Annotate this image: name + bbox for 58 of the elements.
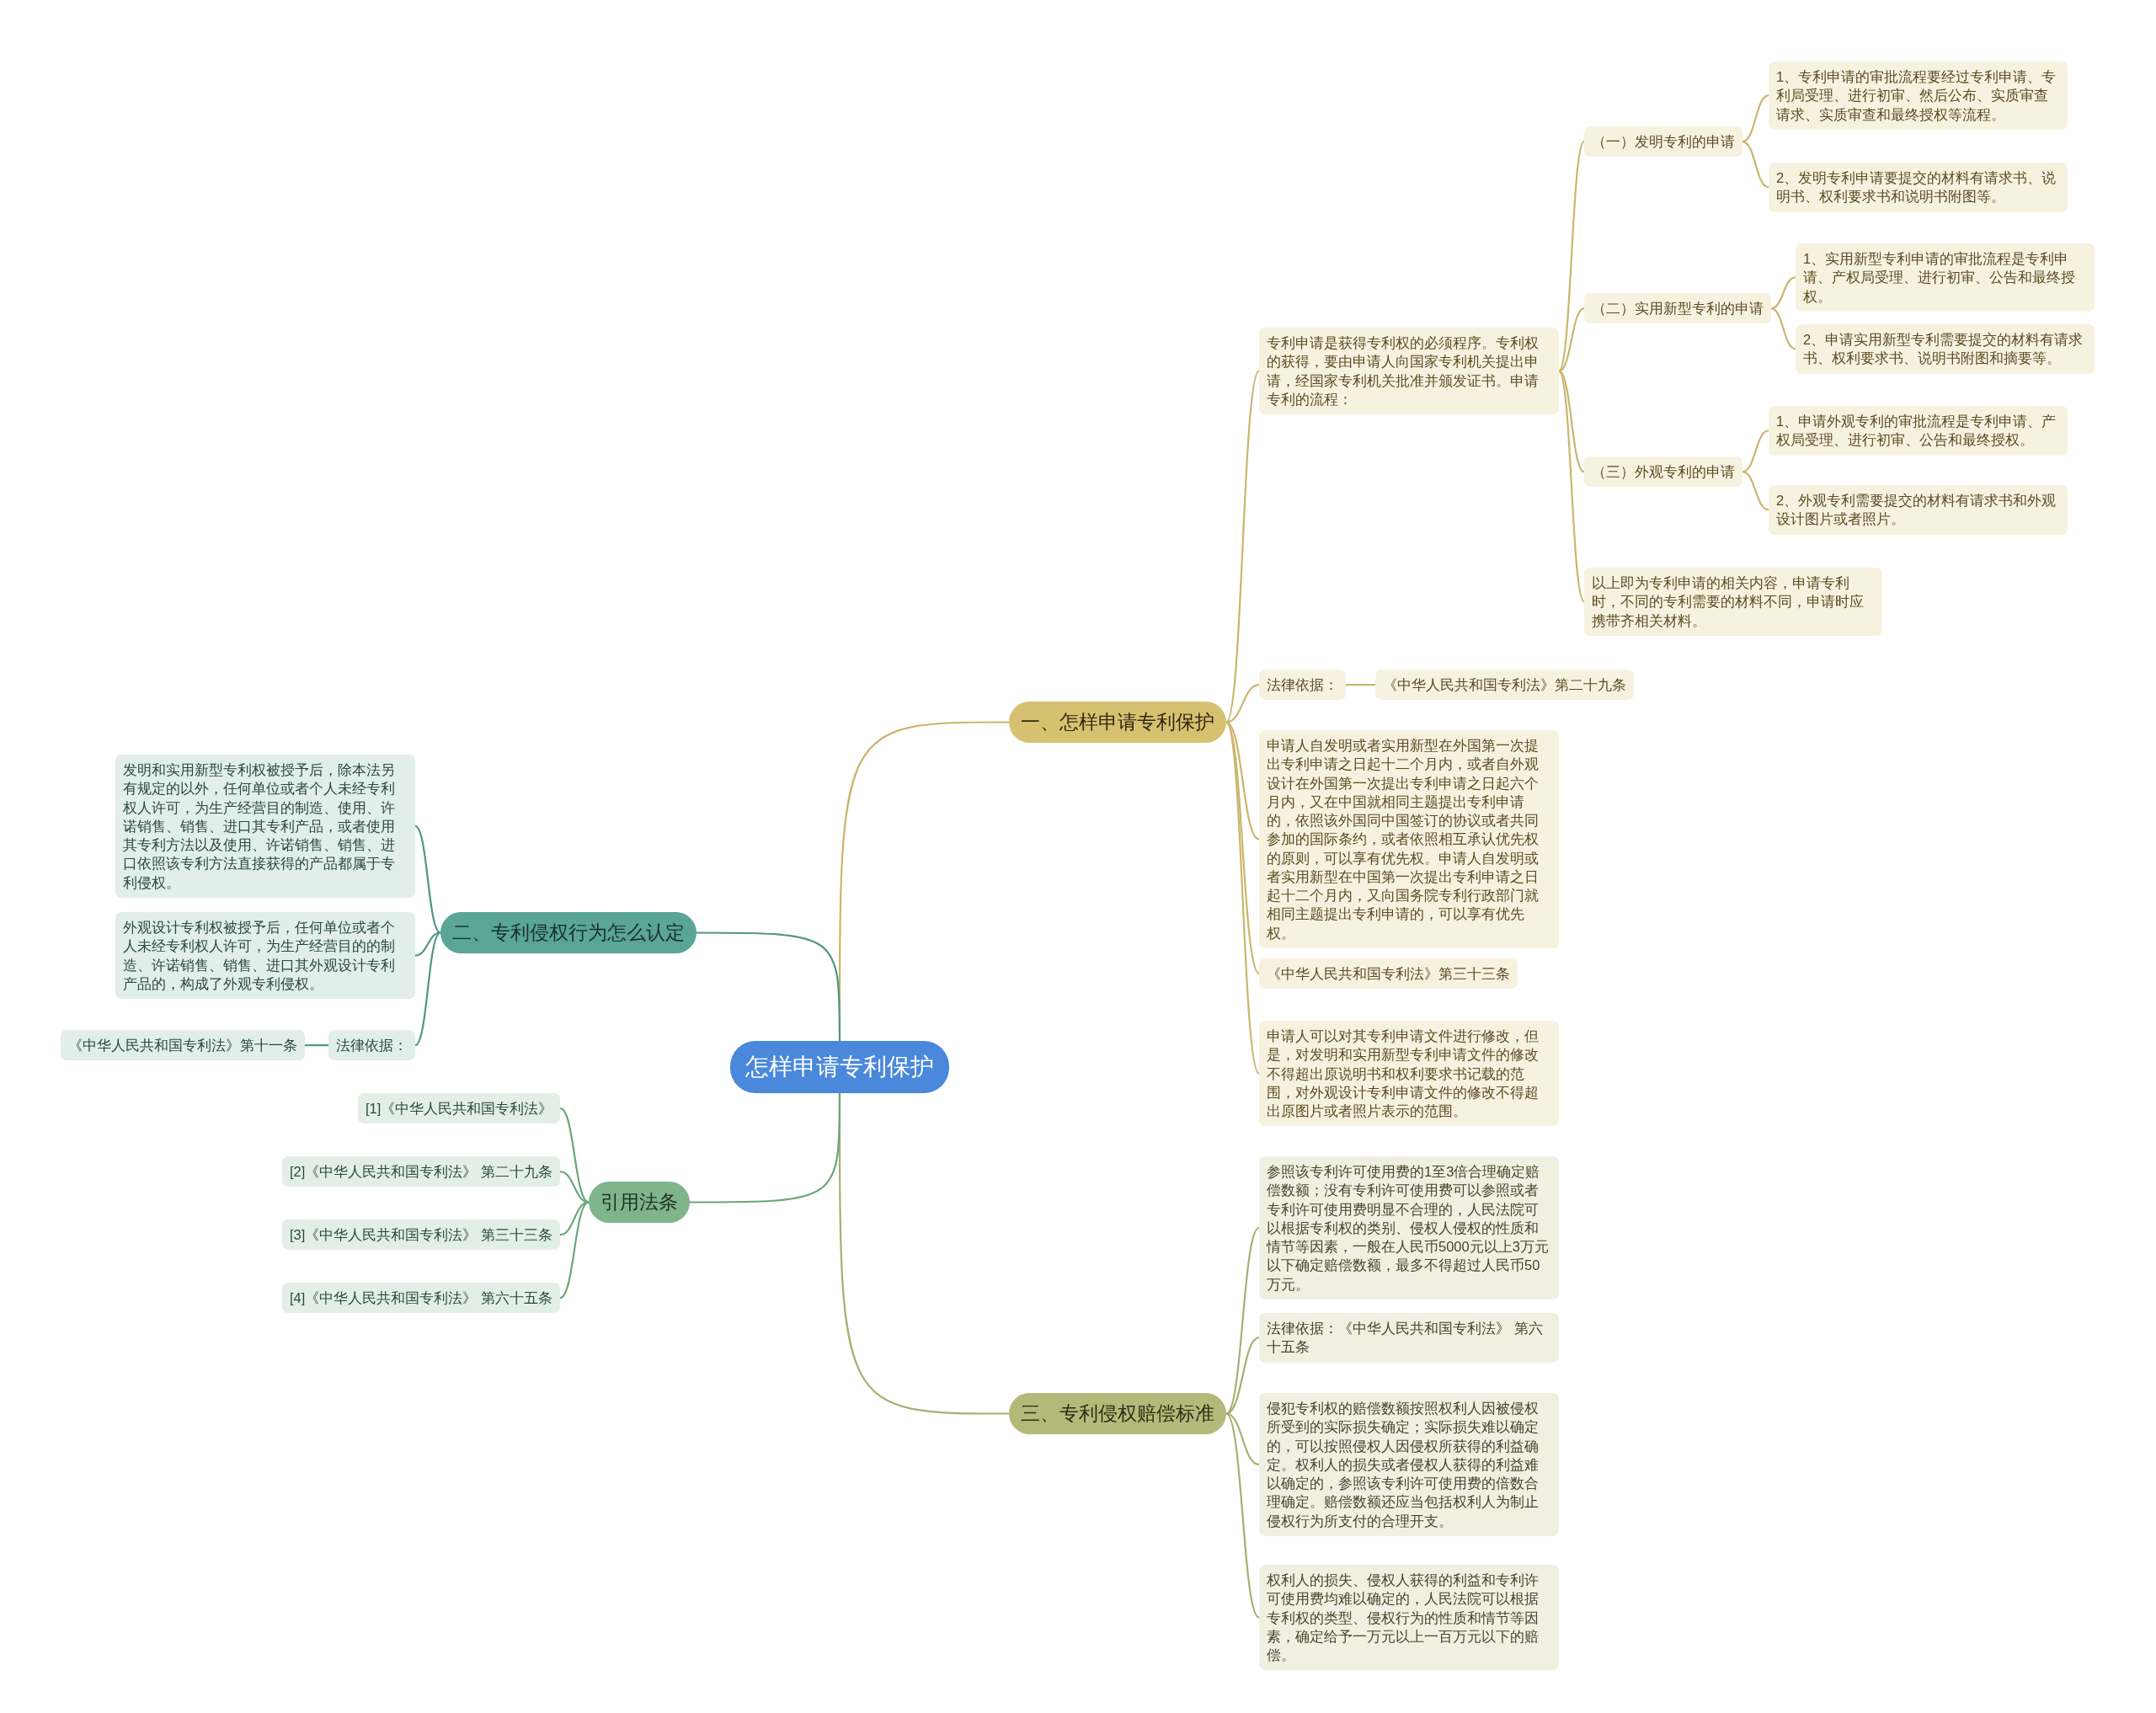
topic-box: （二）实用新型专利的申请 [1584, 293, 1771, 324]
connector-line [414, 931, 441, 1046]
connector-line [1225, 722, 1260, 1075]
connector-line [1770, 307, 1796, 350]
connector-line [1742, 430, 1769, 473]
connector-line [1558, 141, 1585, 372]
connector-line [1225, 371, 1260, 723]
connector-line [1742, 141, 1769, 189]
topic-box: 《中华人民共和国专利法》第十一条 [61, 1030, 305, 1061]
topic-box: 2、外观专利需要提交的材料有请求书和外观设计图片或者照片。 [1769, 485, 2068, 535]
topic-box: 《中华人民共和国专利法》第三十三条 [1259, 958, 1518, 990]
connector-line [1225, 1412, 1260, 1619]
connector-line [690, 1092, 841, 1203]
topic-box: 以上即为专利申请的相关内容，申请专利时，不同的专利需要的材料不同，申请时应携带齐相关材料。 [1584, 568, 1882, 636]
connector-line [414, 931, 441, 957]
connector-line [1346, 684, 1375, 686]
connector-line [1742, 94, 1769, 143]
topic-box: 参照该专利许可使用费的1至3倍合理确定赔偿数额；没有专利许可使用费可以参照或者专利许可使用费明显不合理的，人民法院可以根据专利权的类别、侵权人侵权的性质和情节等因素，一般在人民币5000元以上3万元以下确定赔偿数额，最多不得超过人民币50万元。 [1259, 1156, 1559, 1299]
connector-line [559, 1107, 590, 1203]
connector-line [696, 931, 841, 1041]
topic-box: 专利申请是获得专利权的必须程序。专利权的获得，要由申请人向国家专利机关提出申请，经国家专利机关批准并颁发证书。申请专利的流程： [1259, 328, 1559, 415]
branch-topic: 二、专利侵权行为怎么认定 [440, 912, 696, 954]
topic-box: 权利人的损失、侵权人获得的利益和专利许可使用费均难以确定的，人民法院可以根据专利权的类型、侵权行为的性质和情节等因素，确定给予一万元以上一百万元以下的赔偿。 [1259, 1565, 1559, 1671]
connector-line [1225, 1227, 1260, 1415]
topic-box: [2]《中华人民共和国专利法》 第二十九条 [282, 1156, 560, 1187]
topic-box: [3]《中华人民共和国专利法》 第三十三条 [282, 1219, 560, 1251]
central-topic: 怎样申请专利保护 [730, 1041, 949, 1093]
connector-line [414, 825, 441, 934]
topic-box: 法律依据：《中华人民共和国专利法》 第六十五条 [1259, 1313, 1559, 1363]
branch-topic: 引用法条 [589, 1182, 690, 1224]
topic-box: 外观设计专利权被授予后，任何单位或者个人未经专利权人许可，为生产经营目的的制造、许诺销售、销售、进口其外观设计专利产品的，构成了外观专利侵权。 [115, 912, 415, 1000]
connector-line [1225, 721, 1260, 840]
connector-line [1558, 307, 1585, 372]
topic-box: 申请人可以对其专利申请文件进行修改，但是，对发明和实用新型专利申请文件的修改不得超出原说明书和权利要求书记载的范围，对外观设计专利申请文件的修改不得超出原图片或者照片表示的范围。 [1259, 1021, 1559, 1127]
connector-line [1225, 684, 1260, 723]
topic-box: 侵犯专利权的赔偿数额按照权利人因被侵权所受到的实际损失确定；实际损失难以确定的，可以按照侵权人因侵权所获得的利益确定。权利人的损失或者侵权人获得的利益难以确定的，参照该专利许可使用费的倍数合理确定。赔偿数额还应当包括权利人为制止侵权行为所支付的合理开支。 [1259, 1393, 1559, 1536]
connector-line [1770, 276, 1796, 310]
topic-box: 2、发明专利申请要提交的材料有请求书、说明书、权利要求书和说明书附图等。 [1769, 163, 2068, 212]
topic-box: 1、申请外观专利的审批流程是专利申请、产权局受理、进行初审、公告和最终授权。 [1769, 406, 2068, 456]
connector-line [1558, 370, 1585, 473]
topic-box: 《中华人民共和国专利法》第二十九条 [1375, 670, 1634, 701]
topic-box: 2、申请实用新型专利需要提交的材料有请求书、权利要求书、说明书附图和摘要等。 [1796, 324, 2095, 374]
connector-line [305, 1044, 328, 1047]
topic-box: [1]《中华人民共和国专利法》 [358, 1093, 561, 1124]
topic-box: 法律依据： [328, 1030, 415, 1061]
branch-topic: 三、专利侵权赔偿标准 [1009, 1393, 1226, 1435]
topic-box: [4]《中华人民共和国专利法》 第六十五条 [282, 1283, 560, 1314]
topic-box: 1、实用新型专利申请的审批流程是专利申请、产权局受理、进行初审、公告和最终授权。 [1796, 243, 2095, 312]
connector-line [1558, 370, 1585, 602]
topic-box: 发明和实用新型专利权被授予后，除本法另有规定的以外，任何单位或者个人未经专利权人许可，为生产经营目的制造、使用、许诺销售、销售、进口其专利产品，或者使用其专利方法以及使用、许诺销售、销售、进口依照该专利方法直接获得的产品都属于专利侵权。 [115, 755, 415, 898]
topic-box: （一）发明专利的申请 [1584, 126, 1742, 157]
connector-line [559, 1201, 590, 1299]
branch-topic: 一、怎样申请专利保护 [1009, 702, 1226, 744]
topic-box: 1、专利申请的审批流程要经过专利申请、专利局受理、进行初审、然后公布、实质审查请求、实质审查和最终授权等流程。 [1769, 61, 2068, 130]
topic-box: （三）外观专利的申请 [1584, 456, 1742, 488]
topic-box: 申请人自发明或者实用新型在外国第一次提出专利申请之日起十二个月内，或者自外观设计在外国第一次提出专利申请之日起六个月内，又在中国就相同主题提出专利申请的，依照该外国同中国签订的协议或者共同参加的国际条约，或者依照相互承认优先权的原则，可以享有优先权。申请人自发明或者实用新型在中国第一次提出专利申请之日起十二个月内，又向国务院专利行政部门就相同主题提出专利申请的，可以享有优先权。 [1259, 730, 1559, 948]
connector-line [1742, 471, 1769, 511]
topic-box: 法律依据： [1259, 670, 1346, 701]
